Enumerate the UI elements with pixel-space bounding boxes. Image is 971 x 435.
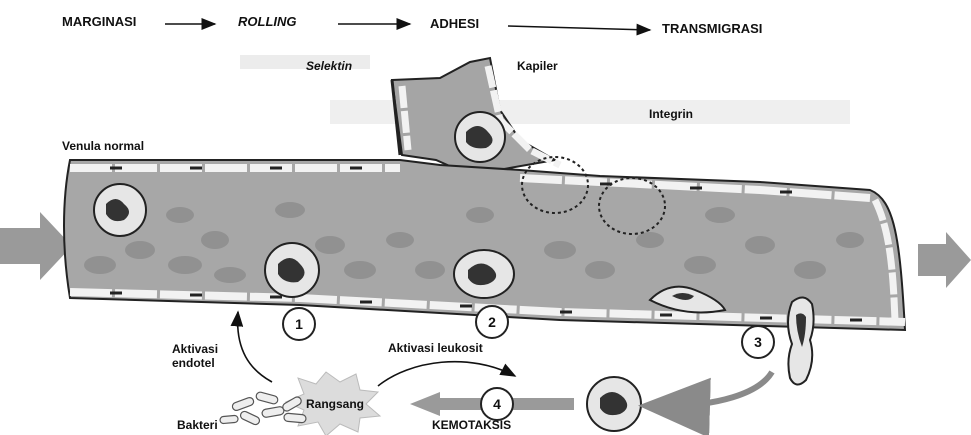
arrow-transmigration-to-chemotaxis <box>650 372 772 406</box>
leukocyte-capillary <box>455 112 505 162</box>
leukocyte-transmigrating <box>788 297 814 384</box>
label-integrin: Integrin <box>649 108 693 120</box>
step-number-1: 1 <box>282 307 316 341</box>
label-aktivasi-leukosit: Aktivasi leukosit <box>388 342 483 354</box>
flow-arrow-3 <box>508 26 650 30</box>
leukocyte-rolling <box>265 243 319 297</box>
blood-flow-out-arrow <box>918 232 971 288</box>
label-bakteri: Bakteri <box>177 419 218 431</box>
leukocyte-marginating <box>94 184 146 236</box>
bacteria-cluster <box>220 391 307 426</box>
label-rangsang: Rangsang <box>306 398 364 410</box>
step-number-4: 4 <box>480 387 514 421</box>
step-number-3: 3 <box>741 325 775 359</box>
step-rolling: ROLLING <box>238 15 297 28</box>
label-aktivasi-endotel-line1: Aktivasi <box>172 343 218 355</box>
step-marginasi: MARGINASI <box>62 15 136 28</box>
step-transmigrasi: TRANSMIGRASI <box>662 22 762 35</box>
leukocyte-adhesion <box>454 250 514 298</box>
step-adhesi: ADHESI <box>430 17 479 30</box>
label-kapiler: Kapiler <box>517 60 558 72</box>
blood-flow-in-arrow <box>0 212 72 280</box>
step-number-2: 2 <box>475 305 509 339</box>
arrow-leukocyte-activation <box>378 362 515 386</box>
label-venula-normal: Venula normal <box>62 140 144 152</box>
arrow-to-endothelium <box>238 312 272 382</box>
label-aktivasi-endotel-line2: endotel <box>172 357 215 369</box>
label-selektin: Selektin <box>306 60 352 72</box>
leukocyte-chemotaxis <box>587 377 641 431</box>
